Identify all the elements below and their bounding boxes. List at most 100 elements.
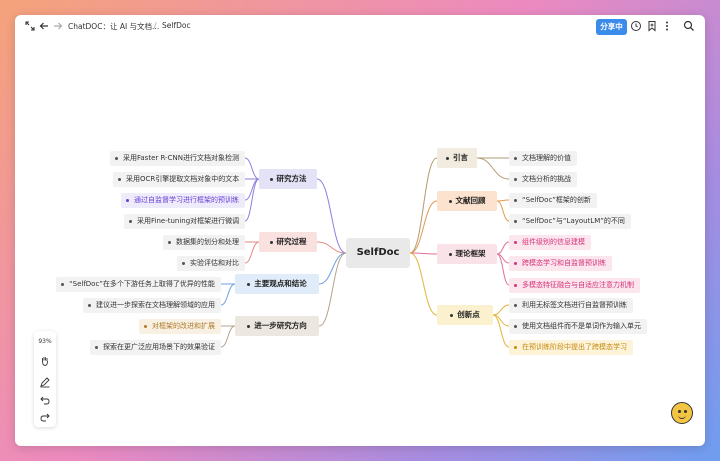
child-label: 建议进一步探索在文档理解领域的应用 [96, 300, 215, 309]
bullet-dot [514, 219, 517, 223]
category-label: 主要观点和结论 [254, 279, 307, 288]
mindmap-child-node[interactable]: “SelfDoc”在多个下游任务上取得了优异的性能 [56, 276, 221, 292]
mindmap-child-node[interactable]: 对框架的改进和扩展 [139, 318, 221, 334]
mindmap-child-node[interactable]: 文档分析的挑战 [509, 171, 577, 187]
category-label: 引言 [453, 153, 468, 162]
bullet-dot [95, 345, 98, 349]
bullet-dot [514, 261, 517, 265]
child-label: 在预训练阶段中提出了跨模态学习 [522, 342, 627, 351]
clock-icon[interactable] [629, 20, 643, 34]
child-label: 文档分析的挑战 [522, 174, 571, 183]
breadcrumb-parent[interactable]: ChatDOC：让 AI 与文档... [68, 22, 160, 31]
bookmark-icon[interactable] [645, 20, 659, 34]
child-label: 探索在更广泛应用场景下的效果验证 [103, 342, 215, 351]
category-node[interactable]: 研究方法 [259, 169, 317, 189]
mindmap-connector [476, 157, 510, 180]
mindmap-connector [496, 253, 510, 286]
category-node[interactable]: 研究过程 [259, 232, 317, 252]
child-label: 采用OCR引擎提取文档对象中的文本 [126, 174, 240, 183]
bullet-dot [88, 303, 91, 307]
mindmap-child-node[interactable]: “SelfDoc”与“LayoutLM”的不同 [509, 213, 631, 229]
redo-icon[interactable] [39, 411, 51, 423]
category-node[interactable]: 创新点 [437, 305, 493, 325]
bullet-dot [115, 156, 118, 160]
mindmap-child-node[interactable]: 数据集的划分和处理 [163, 234, 245, 250]
mindmap-child-node[interactable]: 采用Fine-tuning对框架进行微调 [124, 213, 246, 229]
search-icon[interactable] [682, 20, 696, 34]
expand-icon[interactable] [23, 20, 37, 34]
share-button[interactable]: 分享中 [596, 19, 627, 35]
mindmap-child-node[interactable]: 实验评估和对比 [177, 255, 245, 271]
category-node[interactable]: 文献回顾 [437, 191, 497, 211]
breadcrumb-current: SelfDoc [162, 21, 191, 30]
pen-icon[interactable] [39, 376, 51, 388]
child-label: 采用Faster R-CNN进行文档对象检测 [123, 153, 239, 162]
mindmap-child-node[interactable]: 组件级别的信息建模 [509, 234, 591, 250]
mindmap-child-node[interactable]: “SelfDoc”框架的创新 [509, 192, 597, 208]
mindmap-child-node[interactable]: 在预训练阶段中提出了跨模态学习 [509, 339, 633, 355]
category-label: 进一步研究方向 [254, 321, 307, 330]
forward-icon[interactable] [51, 20, 65, 34]
bullet-dot [514, 198, 517, 202]
bullet-dot [144, 324, 147, 328]
bullet-dot [514, 324, 517, 328]
category-node[interactable]: 进一步研究方向 [235, 316, 319, 336]
bullet-dot [448, 252, 452, 256]
bullet-dot [61, 282, 64, 286]
mindmap-child-node[interactable]: 采用Faster R-CNN进行文档对象检测 [110, 150, 245, 166]
mindmap-child-node[interactable]: 建议进一步探索在文档理解领域的应用 [83, 297, 221, 313]
hand-icon[interactable] [39, 355, 51, 367]
bullet-dot [118, 177, 121, 181]
mindmap-child-node[interactable]: 使用文档组件而不是单词作为输入单元 [509, 318, 647, 334]
bullet-dot [247, 324, 251, 328]
child-label: 多模态特征融合与自适应注意力机制 [522, 280, 634, 289]
bullet-dot [269, 177, 273, 181]
tool-panel: 93% [34, 331, 56, 427]
app-window: ChatDOC：让 AI 与文档... / SelfDoc 分享中 SelfDo… [15, 15, 705, 446]
child-label: 文档理解的价值 [522, 153, 571, 162]
bullet-dot [446, 156, 449, 160]
zoom-level[interactable]: 93% [38, 338, 52, 345]
bullet-dot [129, 219, 132, 223]
mindmap-child-node[interactable]: 探索在更广泛应用场景下的效果验证 [90, 339, 221, 355]
mindmap-child-node[interactable]: 采用OCR引擎提取文档对象中的文本 [113, 171, 246, 187]
child-label: “SelfDoc”在多个下游任务上取得了优异的性能 [69, 279, 215, 288]
mindmap-center-node[interactable]: SelfDoc [346, 238, 410, 268]
mindmap-connector [496, 200, 510, 222]
mindmap-connector [496, 241, 510, 255]
mindmap-connector [244, 157, 260, 180]
mindmap-connector [409, 157, 438, 254]
bullet-dot [514, 303, 517, 307]
back-icon[interactable] [37, 20, 51, 34]
mindmap-connector [492, 304, 510, 316]
category-label: 理论框架 [455, 249, 486, 258]
child-label: “SelfDoc”框架的创新 [522, 195, 591, 204]
mindmap-child-node[interactable]: 通过自监督学习进行框架的预训练 [121, 192, 245, 208]
category-label: 创新点 [457, 310, 480, 319]
assistant-mascot-icon[interactable] [671, 402, 693, 424]
category-node[interactable]: 主要观点和结论 [235, 274, 319, 294]
mindmap-connector [318, 252, 347, 327]
child-label: 数据集的划分和处理 [176, 237, 239, 246]
category-node[interactable]: 引言 [437, 148, 477, 168]
child-label: “SelfDoc”与“LayoutLM”的不同 [522, 216, 625, 225]
mindmap-child-node[interactable]: 跨模态学习和自监督预训练 [509, 255, 612, 271]
undo-icon[interactable] [39, 394, 51, 406]
mindmap-child-node[interactable]: 文档理解的价值 [509, 150, 577, 166]
mindmap-connector [318, 252, 347, 285]
mindmap-child-node[interactable]: 多模态特征融合与自适应注意力机制 [509, 277, 640, 293]
breadcrumb-separator: / [154, 21, 157, 30]
mindmap-child-node[interactable]: 利用无标签文档进行自监督预训练 [509, 297, 633, 313]
bullet-dot [448, 199, 452, 203]
category-node[interactable]: 理论框架 [437, 244, 497, 264]
bullet-dot [269, 240, 273, 244]
child-label: 对框架的改进和扩展 [152, 321, 215, 330]
child-label: 实验评估和对比 [190, 258, 239, 267]
mindmap-connector [409, 252, 438, 316]
more-icon[interactable] [660, 20, 674, 34]
child-label: 通过自监督学习进行框架的预训练 [134, 195, 239, 204]
bullet-dot [168, 240, 171, 244]
bullet-dot [514, 240, 517, 244]
mindmap-connector [244, 178, 260, 222]
mindmap-connector [316, 178, 347, 254]
